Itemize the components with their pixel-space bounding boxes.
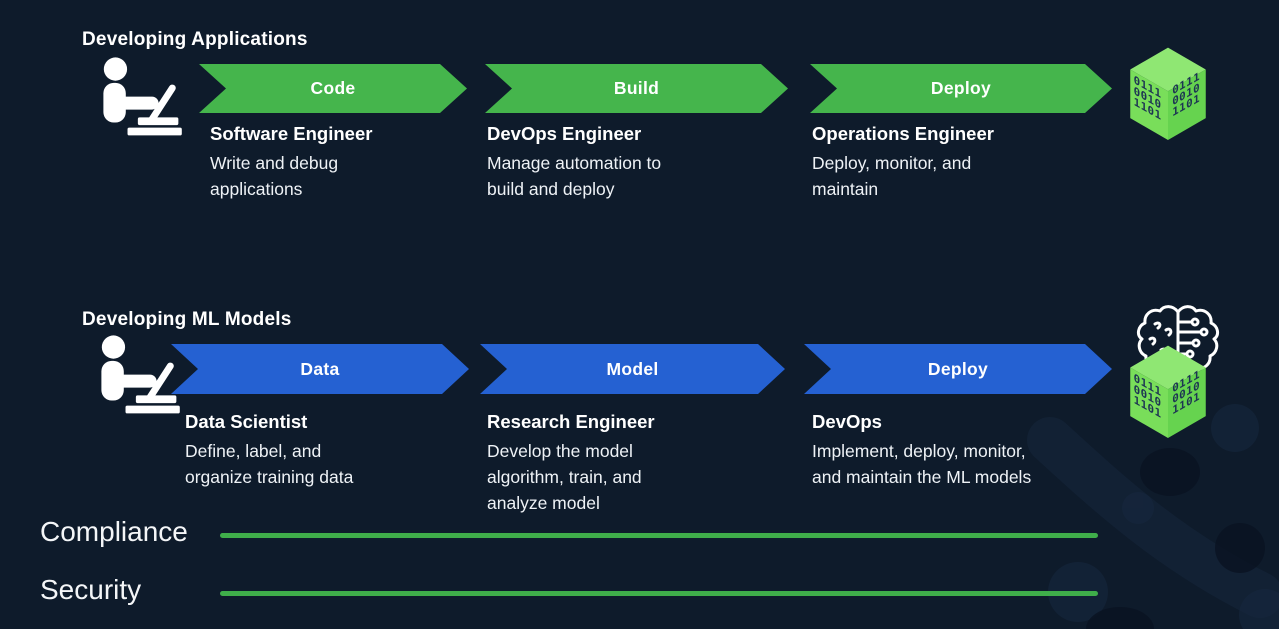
arrow-deploy-apps: Deploy xyxy=(810,64,1112,113)
step-model-text: Research Engineer Develop the model algo… xyxy=(487,410,655,516)
arrow-model-label: Model xyxy=(606,358,659,379)
rail-label-security: Security xyxy=(40,574,142,605)
binary-cube-icon: 0111 0010 1101 0111 0010 1101 xyxy=(1130,345,1206,438)
section-heading-ml: Developing ML Models xyxy=(82,308,292,330)
arrow-build: Build xyxy=(485,64,788,113)
section-heading-applications: Developing Applications xyxy=(82,28,308,50)
step-data-text: Data Scientist Define, label, and organi… xyxy=(185,410,353,490)
rail-label-compliance: Compliance xyxy=(40,516,188,547)
role-description: Deploy, monitor, and maintain xyxy=(812,153,972,199)
role-title: DevOps xyxy=(812,411,882,432)
arrow-deploy-ml: Deploy xyxy=(804,344,1112,394)
security-rail-line xyxy=(220,591,1098,596)
person-at-laptop-icon xyxy=(103,57,182,136)
step-code-text: Software Engineer Write and debug applic… xyxy=(210,122,372,202)
step-deploy-ml-text: DevOps Implement, deploy, monitor, and m… xyxy=(812,410,1031,490)
role-description: Implement, deploy, monitor, and maintain… xyxy=(812,441,1032,487)
role-title: Data Scientist xyxy=(185,411,308,432)
arrow-build-label: Build xyxy=(613,78,660,98)
person-at-laptop-icon xyxy=(101,335,180,414)
role-title: Software Engineer xyxy=(210,123,373,144)
role-description: Manage automation to build and deploy xyxy=(487,153,662,199)
arrow-code-label: Code xyxy=(310,78,356,98)
binary-cube-icon: 0111 0010 1101 0111 0010 1101 xyxy=(1130,47,1206,140)
arrow-model: Model xyxy=(480,344,785,394)
role-description: Define, label, and organize training dat… xyxy=(185,441,354,487)
step-build-text: DevOps Engineer Manage automation to bui… xyxy=(487,122,661,202)
role-title: Research Engineer xyxy=(487,411,655,432)
arrow-deploy-ml-label: Deploy xyxy=(927,358,989,379)
role-description: Develop the model algorithm, train, and … xyxy=(487,441,642,513)
arrow-deploy-apps-label: Deploy xyxy=(930,78,992,98)
role-title: DevOps Engineer xyxy=(487,123,642,144)
step-deploy-apps-text: Operations Engineer Deploy, monitor, and… xyxy=(812,122,994,202)
arrow-code: Code xyxy=(199,64,467,113)
role-title: Operations Engineer xyxy=(812,123,994,144)
arrow-data-label: Data xyxy=(300,358,340,379)
compliance-rail-line xyxy=(220,533,1098,538)
arrow-data: Data xyxy=(171,344,469,394)
role-description: Write and debug applications xyxy=(210,153,339,199)
